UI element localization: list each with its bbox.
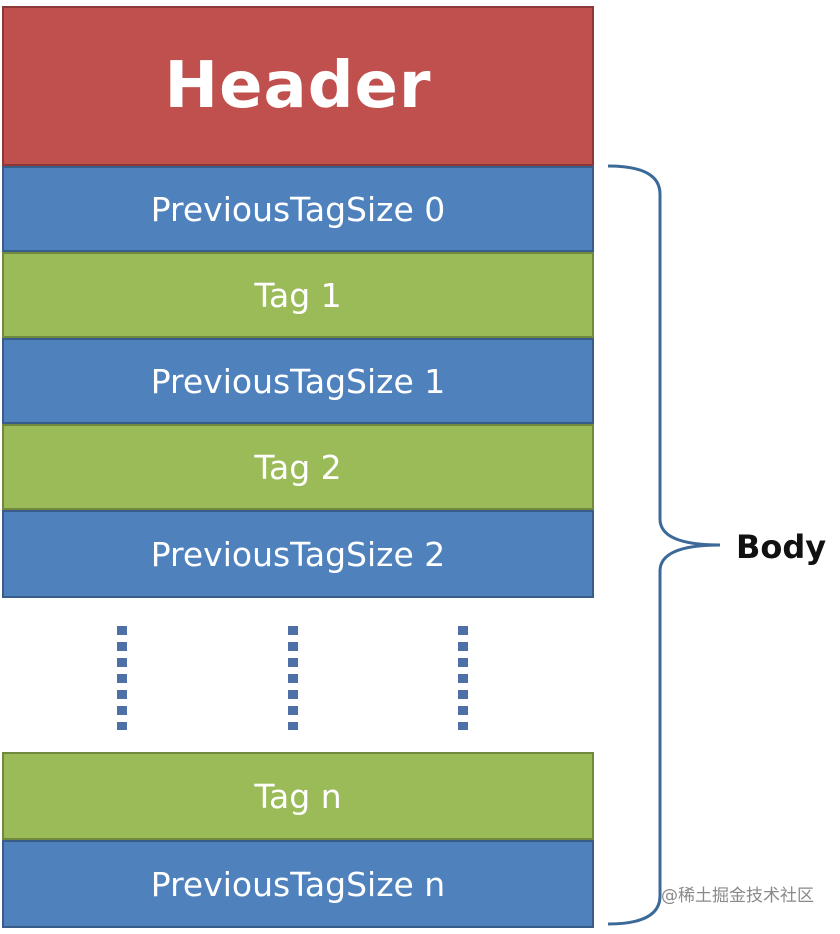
previous-tag-size-1-block: PreviousTagSize 1	[2, 338, 594, 424]
watermark: @稀土掘金技术社区	[661, 886, 814, 906]
body-brace-icon	[607, 164, 721, 926]
previous-tag-size-2-label: PreviousTagSize 2	[150, 534, 446, 574]
ellipsis-dots-center	[288, 626, 298, 730]
previous-tag-size-n-block: PreviousTagSize n	[2, 840, 594, 928]
previous-tag-size-n-label: PreviousTagSize n	[150, 864, 446, 904]
body-label: Body	[736, 528, 827, 566]
tag-2-label: Tag 2	[254, 447, 342, 487]
tag-n-block: Tag n	[2, 752, 594, 840]
previous-tag-size-1-label: PreviousTagSize 1	[150, 361, 446, 401]
ellipsis-dots-right	[458, 626, 468, 730]
header-label: Header	[164, 49, 432, 123]
ellipsis-dots-left	[117, 626, 127, 730]
tag-2-block: Tag 2	[2, 424, 594, 510]
previous-tag-size-0-block: PreviousTagSize 0	[2, 166, 594, 252]
header-block: Header	[2, 6, 594, 166]
tag-1-block: Tag 1	[2, 252, 594, 338]
tag-1-label: Tag 1	[254, 275, 342, 315]
previous-tag-size-0-label: PreviousTagSize 0	[150, 189, 446, 229]
tag-n-label: Tag n	[254, 776, 342, 816]
previous-tag-size-2-block: PreviousTagSize 2	[2, 510, 594, 598]
